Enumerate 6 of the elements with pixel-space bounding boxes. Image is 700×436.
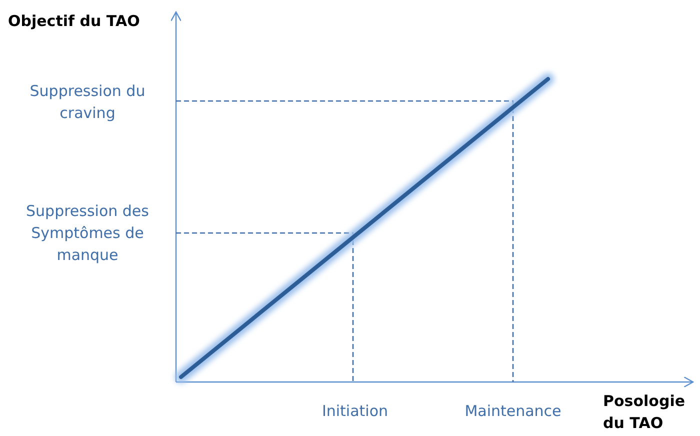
axis-title: Posologie du TAO [603, 391, 686, 434]
tick-label: Maintenance [464, 401, 562, 422]
tick-label: Suppression des Symptômes de manque [25, 201, 150, 266]
tick-label: Suppression du craving [28, 81, 146, 124]
tick-label: Initiation [320, 401, 390, 422]
axis-title: Objectif du TAO [8, 11, 141, 32]
